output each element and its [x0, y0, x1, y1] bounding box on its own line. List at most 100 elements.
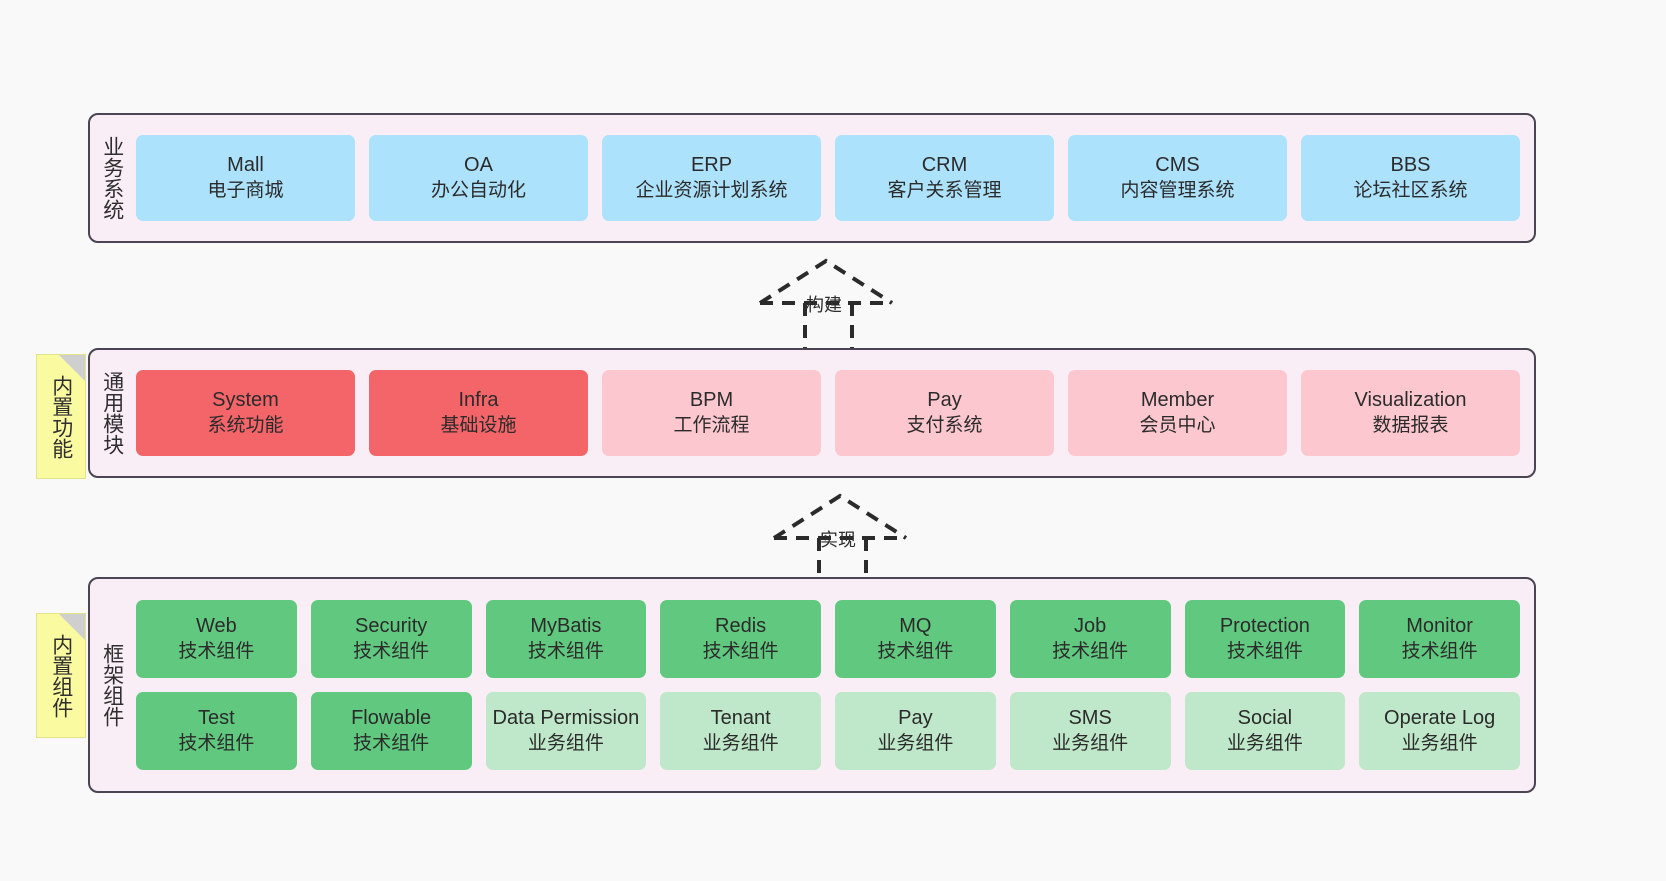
card-title: MyBatis — [530, 615, 602, 638]
card-subtitle: 技术组件 — [178, 640, 255, 662]
card-subtitle: 业务组件 — [877, 732, 954, 754]
card-subtitle: 业务组件 — [702, 732, 779, 754]
card-title: Flowable — [351, 707, 432, 730]
card-title: OA — [464, 154, 493, 177]
card-title: Visualization — [1354, 389, 1467, 412]
card-title: Pay — [927, 389, 962, 412]
card-subtitle: 业务组件 — [527, 732, 604, 754]
card-title: Test — [198, 707, 235, 730]
connector-build-label: 构建 — [806, 295, 842, 315]
card-subtitle: 技术组件 — [527, 640, 604, 662]
card-title: Member — [1140, 389, 1215, 412]
card-title: Web — [195, 615, 237, 638]
layer-business-title: 业务系统 — [100, 136, 124, 220]
card-title: Security — [355, 615, 428, 638]
card-title: Data Permission — [492, 707, 640, 730]
card-subtitle: 工作流程 — [673, 414, 750, 436]
card-subtitle: 技术组件 — [178, 732, 255, 754]
note-builtin-components: 内置组件 — [36, 613, 86, 738]
connector-implement: 实现 — [756, 488, 936, 588]
layer-common-title: 通用模块 — [100, 371, 124, 455]
connector-implement-arrow-icon — [772, 493, 908, 588]
note-builtin-functions: 内置功能 — [36, 354, 86, 479]
card-subtitle: 技术组件 — [877, 640, 954, 662]
connector-implement-label: 实现 — [820, 530, 856, 550]
card-subtitle: 企业资源计划系统 — [635, 179, 788, 201]
card-title: Social — [1237, 707, 1293, 730]
card-title: Infra — [458, 389, 499, 412]
card-subtitle: 技术组件 — [1401, 640, 1478, 662]
card-subtitle: 技术组件 — [353, 640, 430, 662]
card-title: Tenant — [710, 707, 771, 730]
card-title: CRM — [921, 154, 968, 177]
card-title: Mall — [227, 154, 264, 177]
card-title: BBS — [1390, 154, 1431, 177]
connector-build: 构建 — [742, 253, 922, 353]
note-fold-corner-icon — [59, 355, 85, 381]
card-title: Job — [1074, 615, 1107, 638]
card-subtitle: 客户关系管理 — [887, 179, 1002, 201]
card-subtitle: 业务组件 — [1052, 732, 1129, 754]
card-subtitle: 内容管理系统 — [1120, 179, 1235, 201]
card-subtitle: 业务组件 — [1401, 732, 1478, 754]
card-subtitle: 支付系统 — [906, 414, 983, 436]
card-subtitle: 技术组件 — [702, 640, 779, 662]
card-title: SMS — [1068, 707, 1112, 730]
card-subtitle: 基础设施 — [440, 414, 517, 436]
card-title: ERP — [690, 154, 733, 177]
note-builtin-functions-label: 内置功能 — [49, 374, 73, 459]
card-title: CMS — [1155, 154, 1200, 177]
card-subtitle: 会员中心 — [1139, 414, 1216, 436]
card-title: Protection — [1219, 615, 1310, 638]
card-title: System — [212, 389, 279, 412]
card-title: Redis — [715, 615, 767, 638]
card-subtitle: 电子商城 — [207, 179, 284, 201]
card-title: MQ — [899, 615, 932, 638]
card-subtitle: 办公自动化 — [430, 179, 526, 201]
card-title: Operate Log — [1384, 707, 1496, 730]
card-title: Pay — [898, 707, 933, 730]
note-builtin-components-label: 内置组件 — [49, 633, 73, 718]
card-subtitle: 论坛社区系统 — [1353, 179, 1468, 201]
card-subtitle: 数据报表 — [1372, 414, 1449, 436]
card-subtitle: 技术组件 — [353, 732, 430, 754]
